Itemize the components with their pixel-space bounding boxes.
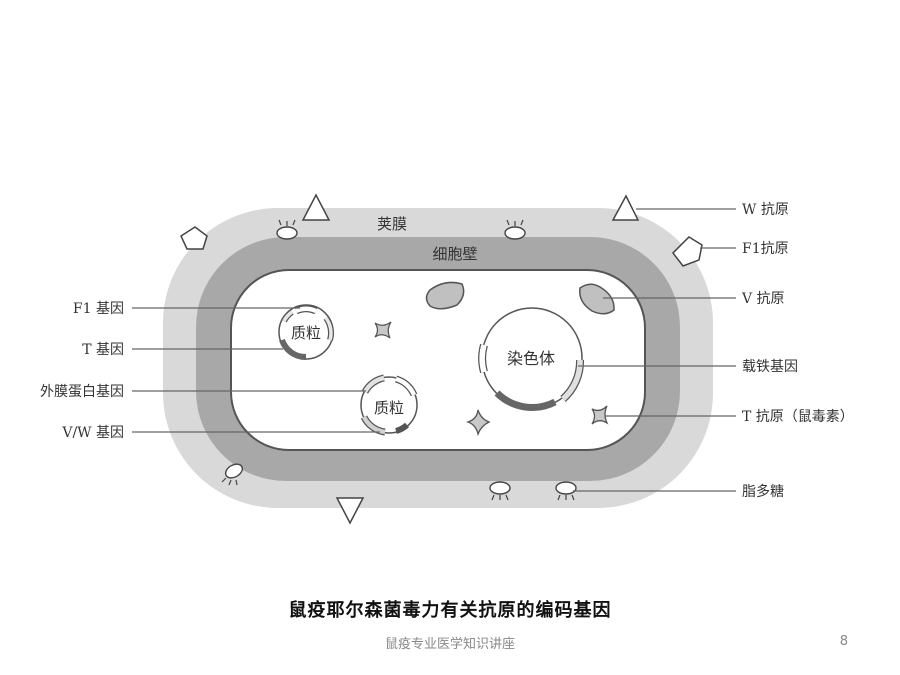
t-gene-segment — [279, 338, 307, 361]
v-antigen-blob-1 — [425, 281, 465, 310]
label-v-antigen: V 抗原 — [741, 291, 785, 307]
label-vw-gene: V/W 基因 — [61, 424, 124, 441]
label-w-antigen: W 抗原 — [742, 202, 789, 218]
label-f1-gene: F1 基因 — [73, 300, 124, 317]
label-t-gene: T 基因 — [82, 341, 124, 358]
lps-5 — [555, 481, 577, 501]
chromosome-label: 染色体 — [507, 349, 555, 368]
figure-caption: 鼠疫耶尔森菌毒力有关抗原的编码基因 — [288, 600, 612, 621]
label-f1-antigen: F1抗原 — [742, 241, 789, 257]
w-antigen-triangle-1 — [301, 193, 331, 221]
label-outer-membrane-gene: 外膜蛋白基因 — [40, 383, 124, 400]
w-antigen-triangle-3 — [335, 497, 365, 525]
cell-wall-label: 细胞壁 — [432, 245, 477, 263]
v-antigen-blob-2 — [579, 283, 615, 315]
plasmid-1-label: 质粒 — [291, 324, 321, 342]
chromosome-dark-segment — [494, 390, 557, 411]
plasmid-1: 质粒 — [278, 304, 334, 361]
capsule-label: 荚膜 — [377, 215, 407, 233]
right-leader-lines — [573, 208, 736, 492]
t-antigen-star-3 — [591, 405, 609, 425]
left-leader-lines — [132, 307, 380, 433]
w-antigen-triangle-2 — [611, 194, 640, 221]
t-antigen-star-2 — [466, 409, 491, 437]
t-antigen-star-1 — [374, 321, 392, 339]
f1-antigen-pentagon-2 — [672, 236, 703, 267]
lps-2 — [504, 219, 526, 240]
label-t-antigen: T 抗原（鼠毒素） — [742, 409, 854, 425]
label-lps: 脂多糖 — [742, 483, 784, 500]
lps-1 — [276, 219, 298, 240]
plasmid-2: 质粒 — [360, 374, 418, 436]
lps-3 — [221, 463, 244, 486]
label-iron-gene: 载铁基因 — [742, 358, 798, 375]
lps-4 — [489, 481, 511, 501]
page-number: 8 — [839, 634, 848, 649]
plasmid-2-label: 质粒 — [374, 399, 404, 417]
chromosome: 染色体 — [478, 307, 584, 411]
slide-footer: 鼠疫专业医学知识讲座 — [384, 637, 515, 652]
f1-antigen-pentagon-1 — [180, 226, 208, 250]
